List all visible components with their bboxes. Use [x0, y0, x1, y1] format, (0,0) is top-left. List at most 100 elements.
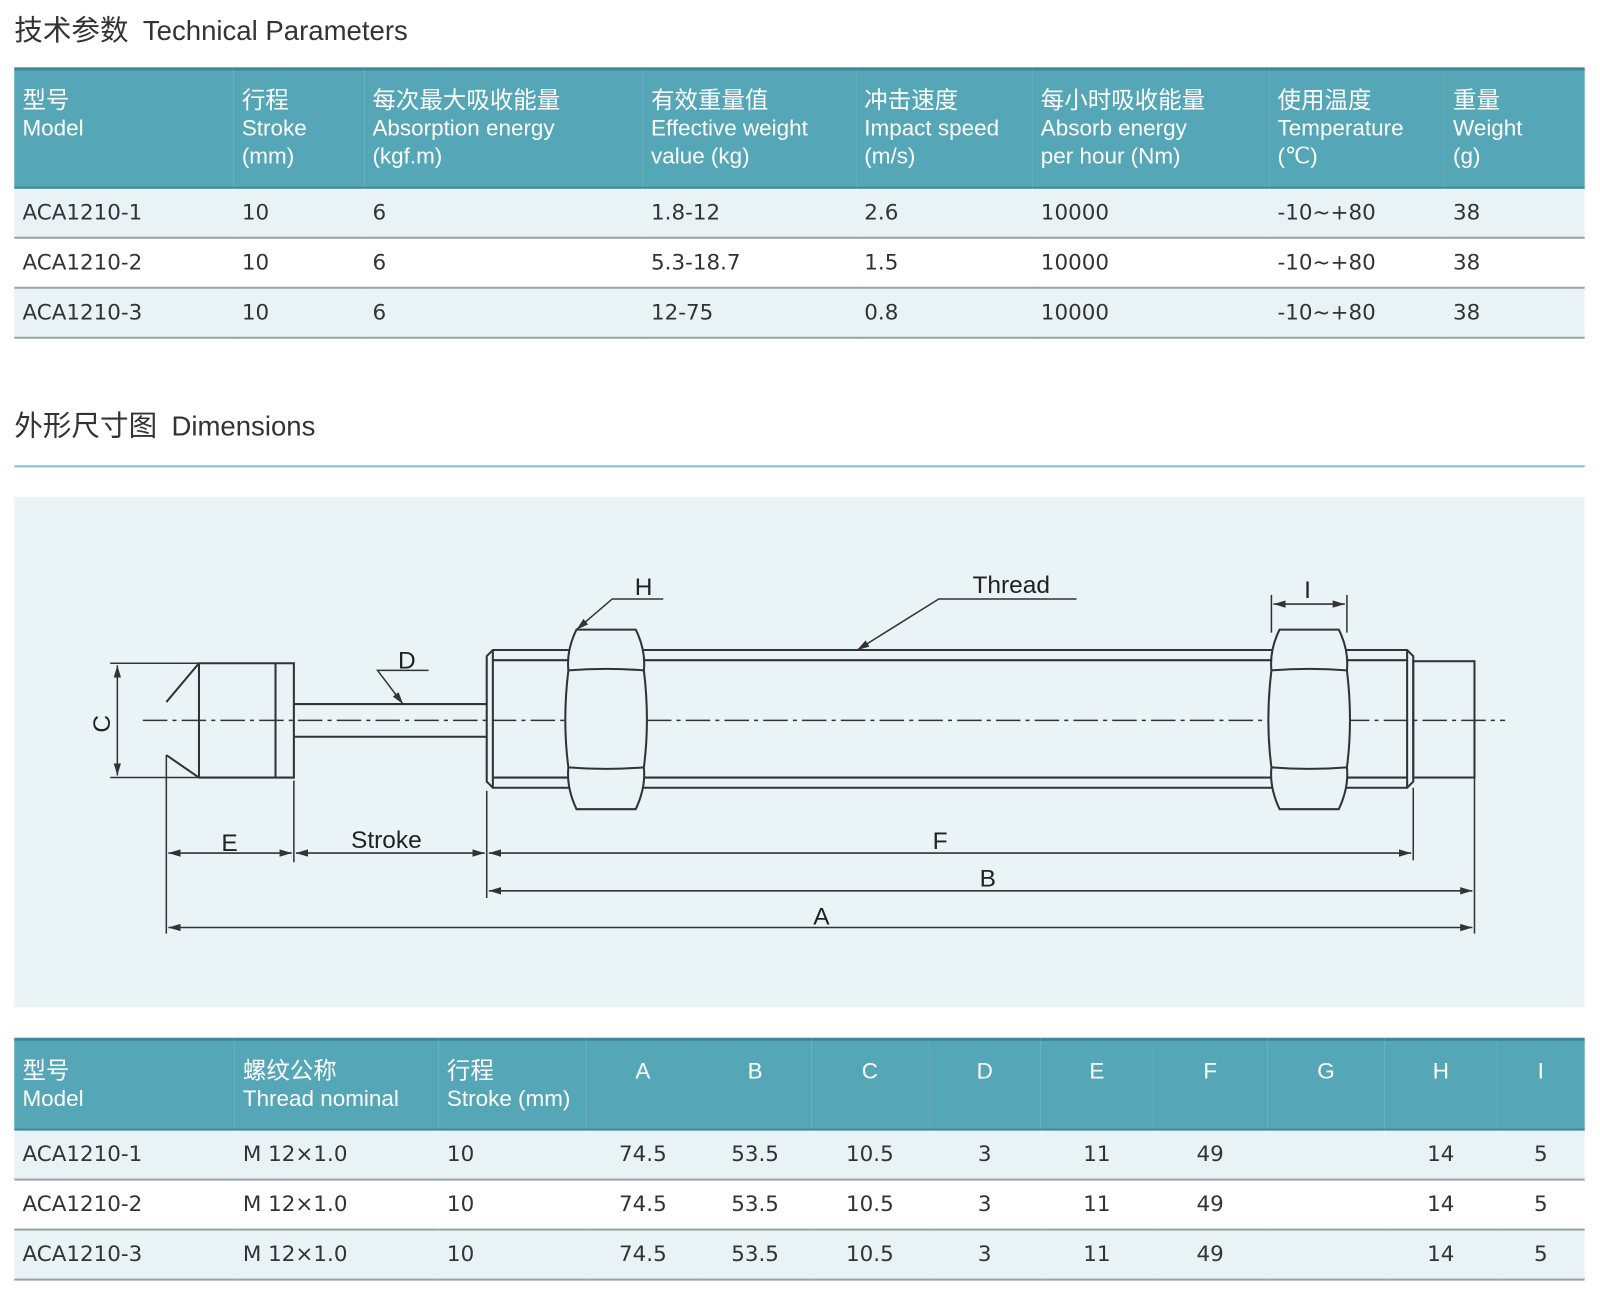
- table-cell: 10: [438, 1229, 587, 1281]
- table-cell: 2.6: [856, 187, 1033, 239]
- table-cell: 14: [1384, 1179, 1497, 1231]
- table-cell: 5: [1496, 1229, 1585, 1281]
- label-stroke: Stroke: [351, 827, 422, 854]
- table-cell: -10~+80: [1269, 187, 1445, 239]
- table-cell: 12-75: [642, 287, 857, 339]
- table-cell: 1.8-12: [642, 187, 857, 239]
- rod: [293, 703, 487, 738]
- table-cell: ACA1210-1: [14, 1129, 235, 1181]
- table-cell: 49: [1153, 1229, 1268, 1281]
- label-f: F: [933, 828, 948, 855]
- table-cell: ACA1210-3: [14, 287, 234, 339]
- table-cell: 11: [1040, 1129, 1154, 1181]
- header-dim-i: I: [1496, 1037, 1585, 1131]
- table-cell: 6: [364, 237, 643, 289]
- title-en: Dimensions: [171, 411, 316, 442]
- table-cell: 10000: [1032, 237, 1270, 289]
- table-cell: 10000: [1032, 187, 1270, 239]
- table-cell: 38: [1444, 287, 1585, 339]
- shock-absorber-drawing: H Thread I D C E Stroke F B A: [89, 572, 1506, 934]
- table-cell: 11: [1040, 1229, 1154, 1281]
- table-cell: M 12×1.0: [234, 1229, 439, 1281]
- cap: [165, 662, 295, 779]
- header-dim-h: H: [1384, 1037, 1497, 1131]
- label-i: I: [1304, 577, 1311, 604]
- table-cell: 74.5: [586, 1179, 699, 1231]
- nut-left: [564, 628, 648, 811]
- table-cell: 0.8: [856, 287, 1033, 339]
- table-cell: 14: [1384, 1129, 1497, 1181]
- table-cell: 10.5: [811, 1179, 929, 1231]
- table-cell: 10: [438, 1129, 587, 1181]
- table-cell: 49: [1153, 1129, 1268, 1181]
- table-cell: 49: [1153, 1179, 1268, 1231]
- table-cell: 10000: [1032, 287, 1270, 339]
- table-cell: 38: [1444, 237, 1585, 289]
- label-c: C: [89, 715, 116, 733]
- table-cell: 10: [438, 1179, 587, 1231]
- label-b: B: [980, 866, 996, 893]
- title-zh: 技术参数: [14, 13, 129, 47]
- label-thread: Thread: [972, 572, 1050, 599]
- header-dim-a: A: [586, 1037, 699, 1131]
- table-cell: M 12×1.0: [234, 1129, 439, 1181]
- table-cell: [1267, 1129, 1385, 1181]
- table-cell: 3: [928, 1179, 1041, 1231]
- header-dim-b: B: [698, 1037, 812, 1131]
- table-cell: 5: [1496, 1129, 1585, 1181]
- table-cell: [1267, 1179, 1385, 1231]
- table-cell: 10.5: [811, 1229, 929, 1281]
- dimension-drawing: H Thread I D C E Stroke F B A: [14, 496, 1585, 1008]
- header-dim-d: D: [928, 1037, 1041, 1131]
- tech-params-title: 技术参数 Technical Parameters: [14, 8, 408, 49]
- table-cell: [1267, 1229, 1385, 1281]
- table-cell: 53.5: [698, 1129, 812, 1181]
- table-cell: M 12×1.0: [234, 1179, 439, 1231]
- table-cell: -10~+80: [1269, 287, 1445, 339]
- title-en: Technical Parameters: [142, 15, 408, 46]
- title-zh: 外形尺寸图: [14, 409, 158, 443]
- table-cell: ACA1210-2: [14, 1179, 235, 1231]
- dimensions-title: 外形尺寸图 Dimensions: [14, 404, 315, 445]
- label-e: E: [221, 830, 237, 857]
- table-cell: -10~+80: [1269, 237, 1445, 289]
- table-cell: 3: [928, 1229, 1041, 1281]
- table-cell: 5.3-18.7: [642, 237, 857, 289]
- table-cell: ACA1210-3: [14, 1229, 235, 1281]
- table-cell: 74.5: [586, 1229, 699, 1281]
- label-h: H: [635, 574, 653, 601]
- section-divider: [14, 465, 1585, 468]
- table-cell: 5: [1496, 1179, 1585, 1231]
- table-cell: 10.5: [811, 1129, 929, 1181]
- table-cell: 10: [233, 187, 365, 239]
- table-cell: 10: [233, 287, 365, 339]
- table-cell: 74.5: [586, 1129, 699, 1181]
- table-cell: 3: [928, 1129, 1041, 1181]
- header-dim-c: C: [811, 1037, 929, 1131]
- header-dim-e: E: [1040, 1037, 1154, 1131]
- table-cell: ACA1210-2: [14, 237, 234, 289]
- table-cell: 53.5: [698, 1179, 812, 1231]
- table-cell: 14: [1384, 1229, 1497, 1281]
- label-d: D: [398, 647, 416, 674]
- table-cell: 6: [364, 187, 643, 239]
